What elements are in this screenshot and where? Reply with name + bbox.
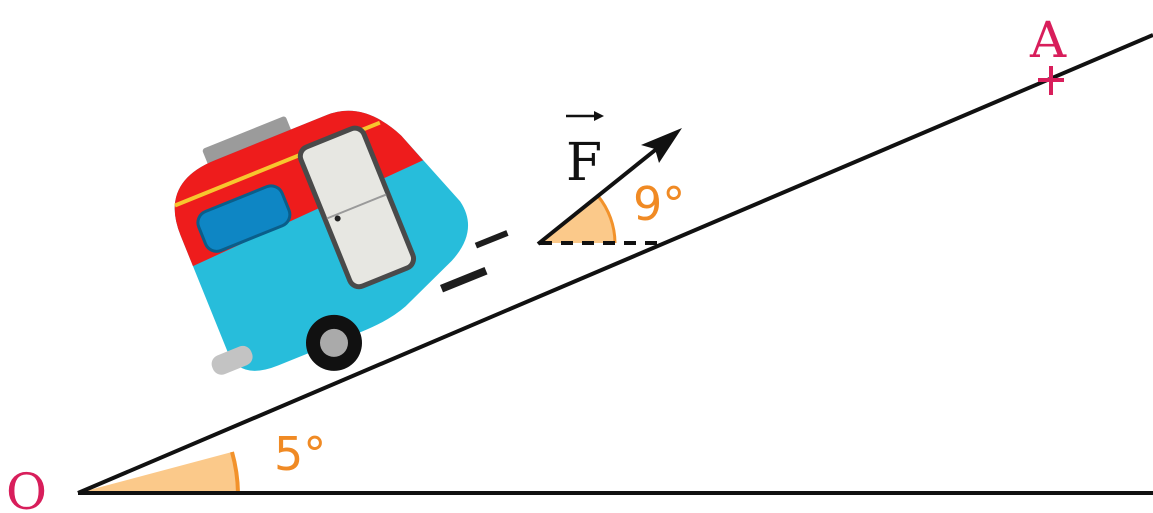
caravan-tail-bumper: [211, 345, 253, 375]
slope-angle-label: 5°: [274, 427, 326, 481]
force-vector-symbol-arrow: [566, 111, 604, 121]
point-a-marker: [1038, 66, 1064, 95]
point-a-label: A: [1029, 11, 1067, 69]
force-vector-arrowhead: [641, 128, 682, 163]
force-angle-sector: [540, 196, 615, 243]
slope-angle-sector: [78, 452, 238, 493]
caravan-door-seam: [326, 193, 387, 220]
caravan-wheel-hub: [319, 328, 348, 357]
caravan-hitch: [474, 230, 509, 249]
force-label: F: [566, 133, 602, 193]
force-vector-shaft: [536, 141, 666, 246]
force-angle-arc: [596, 195, 617, 244]
caravan-window: [196, 184, 292, 253]
caravan-icon: [174, 110, 509, 375]
caravan-door-handle: [334, 215, 341, 222]
force-angle-label: 9°: [633, 177, 685, 231]
origin-label: O: [6, 463, 47, 513]
caravan-roof-vent: [202, 116, 292, 167]
caravan-step: [440, 266, 488, 293]
incline-line: [77, 33, 1153, 495]
